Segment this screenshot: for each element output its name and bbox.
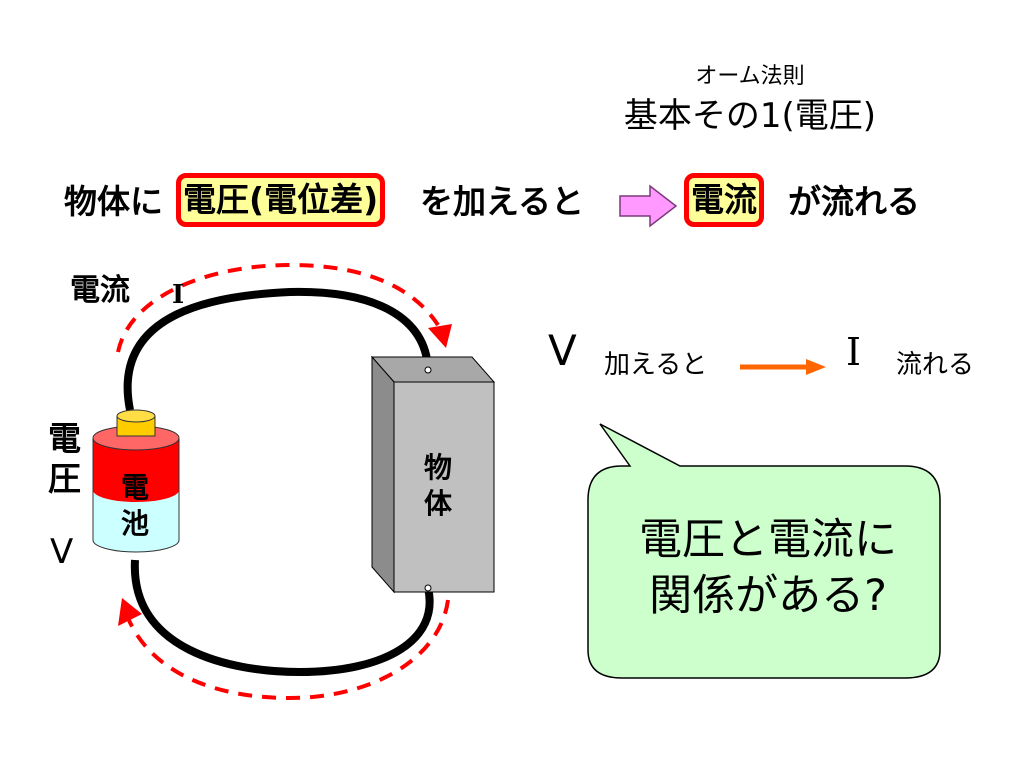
object-box — [370, 355, 496, 594]
bottom-wire — [130, 559, 434, 677]
battery-side-label-2: 圧 — [48, 459, 81, 498]
speech-bubble — [587, 423, 941, 679]
subtitle: オーム法則 — [695, 64, 805, 89]
battery-label-1: 電 — [121, 471, 150, 504]
top-wire — [123, 287, 432, 411]
current-arrowhead-bottom — [118, 598, 142, 626]
voltage-symbol: V — [50, 532, 74, 572]
relation-v-symbol: V — [548, 326, 577, 375]
statement-part3: が流れる — [788, 182, 920, 221]
orange-arrow-icon — [740, 359, 826, 375]
relation-flow-text: 流れる — [896, 350, 975, 380]
voltage-highlight-box: 電圧(電位差) — [176, 173, 386, 227]
current-highlight-box: 電流 — [684, 173, 764, 227]
statement-part2: を加えると — [420, 182, 585, 221]
relation-apply-text: 加えると — [604, 350, 708, 380]
statement-part1: 物体に — [64, 182, 163, 221]
bubble-line-2: 関係がある? — [649, 571, 887, 621]
battery-side-label-1: 電 — [48, 419, 81, 458]
object-label-2: 体 — [424, 487, 453, 520]
battery-label-2: 池 — [121, 507, 150, 540]
current-arrow-bottom — [126, 599, 450, 701]
current-boxed-text: 電流 — [691, 180, 757, 219]
battery — [92, 409, 180, 553]
pink-arrow-icon — [619, 184, 678, 228]
relation-i-symbol: I — [846, 330, 862, 374]
object-label-1: 物 — [424, 451, 453, 484]
bubble-text: 電圧と電流に 関係がある? — [608, 512, 928, 624]
current-arrow-top — [116, 262, 440, 353]
current-arrowhead-top — [428, 324, 452, 348]
voltage-boxed-text: 電圧(電位差) — [183, 180, 379, 219]
bubble-line-1: 電圧と電流に — [639, 515, 897, 565]
page-title: 基本その1(電圧) — [623, 96, 877, 136]
current-label: 電流 — [70, 273, 130, 308]
current-symbol: I — [172, 280, 185, 310]
